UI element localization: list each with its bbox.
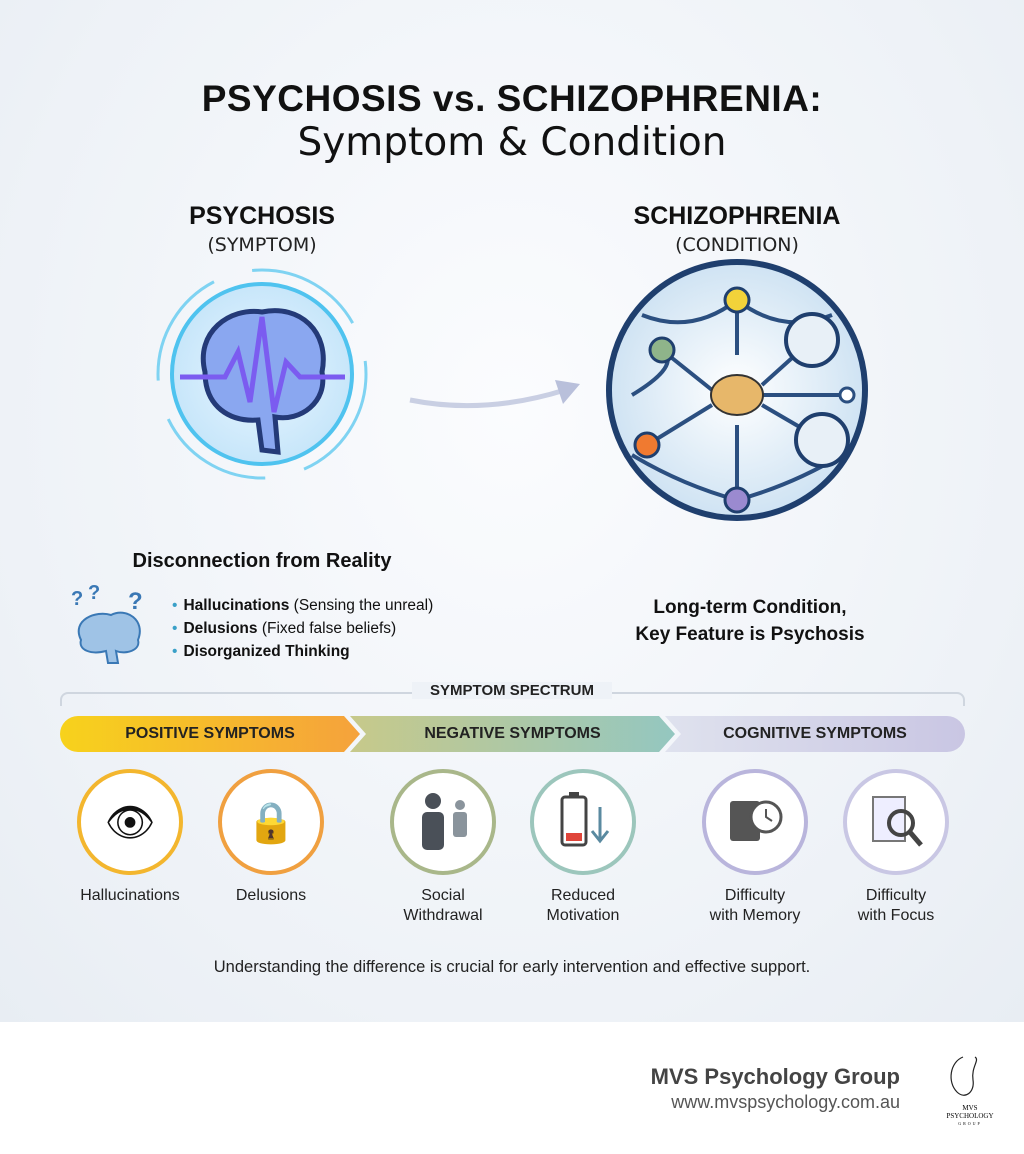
- arrow-icon: [409, 380, 580, 409]
- psychosis-heading: PSYCHOSIS: [189, 202, 335, 230]
- footnote: Understanding the difference is crucial …: [213, 958, 811, 976]
- footer-url[interactable]: www.mvspsychology.com.au: [671, 1092, 900, 1112]
- low-battery-icon: [530, 769, 636, 875]
- cognitive-symptoms-band: COGNITIVE SYMPTOMS: [665, 716, 965, 752]
- eye-ear-icon: 👁: [77, 769, 183, 875]
- bullet-item: •Delusions (Fixed false beliefs): [172, 620, 397, 637]
- negative-symptoms-band: NEGATIVE SYMPTOMS: [350, 716, 675, 752]
- item-label: Delusions: [235, 887, 307, 904]
- positive-symptoms-band: POSITIVE SYMPTOMS: [60, 716, 360, 752]
- title-line2: Symptom & Condition: [297, 120, 727, 165]
- svg-text:?: ?: [128, 588, 143, 615]
- schizophrenia-subheading: (CONDITION): [675, 234, 799, 256]
- footer-org: MVS Psychology Group www.mvspsychology.c…: [650, 1064, 900, 1112]
- svg-text:?: ?: [88, 585, 100, 604]
- svg-text:MVS: MVS: [962, 1104, 977, 1112]
- document-magnifier-icon: [843, 769, 949, 875]
- brain-network-icon: [606, 259, 868, 521]
- symptom-list: •Hallucinations (Sensing the unreal) •De…: [172, 594, 433, 663]
- schizophrenia-caption: Long-term Condition,Key Feature is Psych…: [635, 597, 865, 645]
- brain-lock-icon: 🔒: [218, 769, 324, 875]
- title-line1: PSYCHOSIS vs. SCHIZOPHRENIA:: [201, 78, 823, 119]
- svg-text:GROUP: GROUP: [958, 1121, 982, 1126]
- svg-text:?: ?: [71, 588, 83, 610]
- item-label: Hallucinations: [80, 887, 180, 904]
- bullet-item: •Hallucinations (Sensing the unreal): [172, 597, 434, 614]
- schizophrenia-heading: SCHIZOPHRENIA: [633, 202, 841, 230]
- confused-brain-icon: ???: [71, 585, 143, 664]
- svg-text:PSYCHOLOGY: PSYCHOLOGY: [946, 1112, 993, 1120]
- spectrum-label: SYMPTOM SPECTRUM: [412, 682, 612, 699]
- bullet-item: •Disorganized Thinking: [172, 643, 350, 660]
- memory-card-clock-icon: [702, 769, 808, 875]
- psychosis-subheading: (SYMPTOM): [207, 234, 317, 256]
- mvs-logo: MVS PSYCHOLOGY GROUP: [946, 1056, 994, 1126]
- brain-pulse-icon: [156, 268, 368, 480]
- psychosis-caption: Disconnection from Reality: [132, 550, 392, 572]
- person-isolated-icon: [390, 769, 496, 875]
